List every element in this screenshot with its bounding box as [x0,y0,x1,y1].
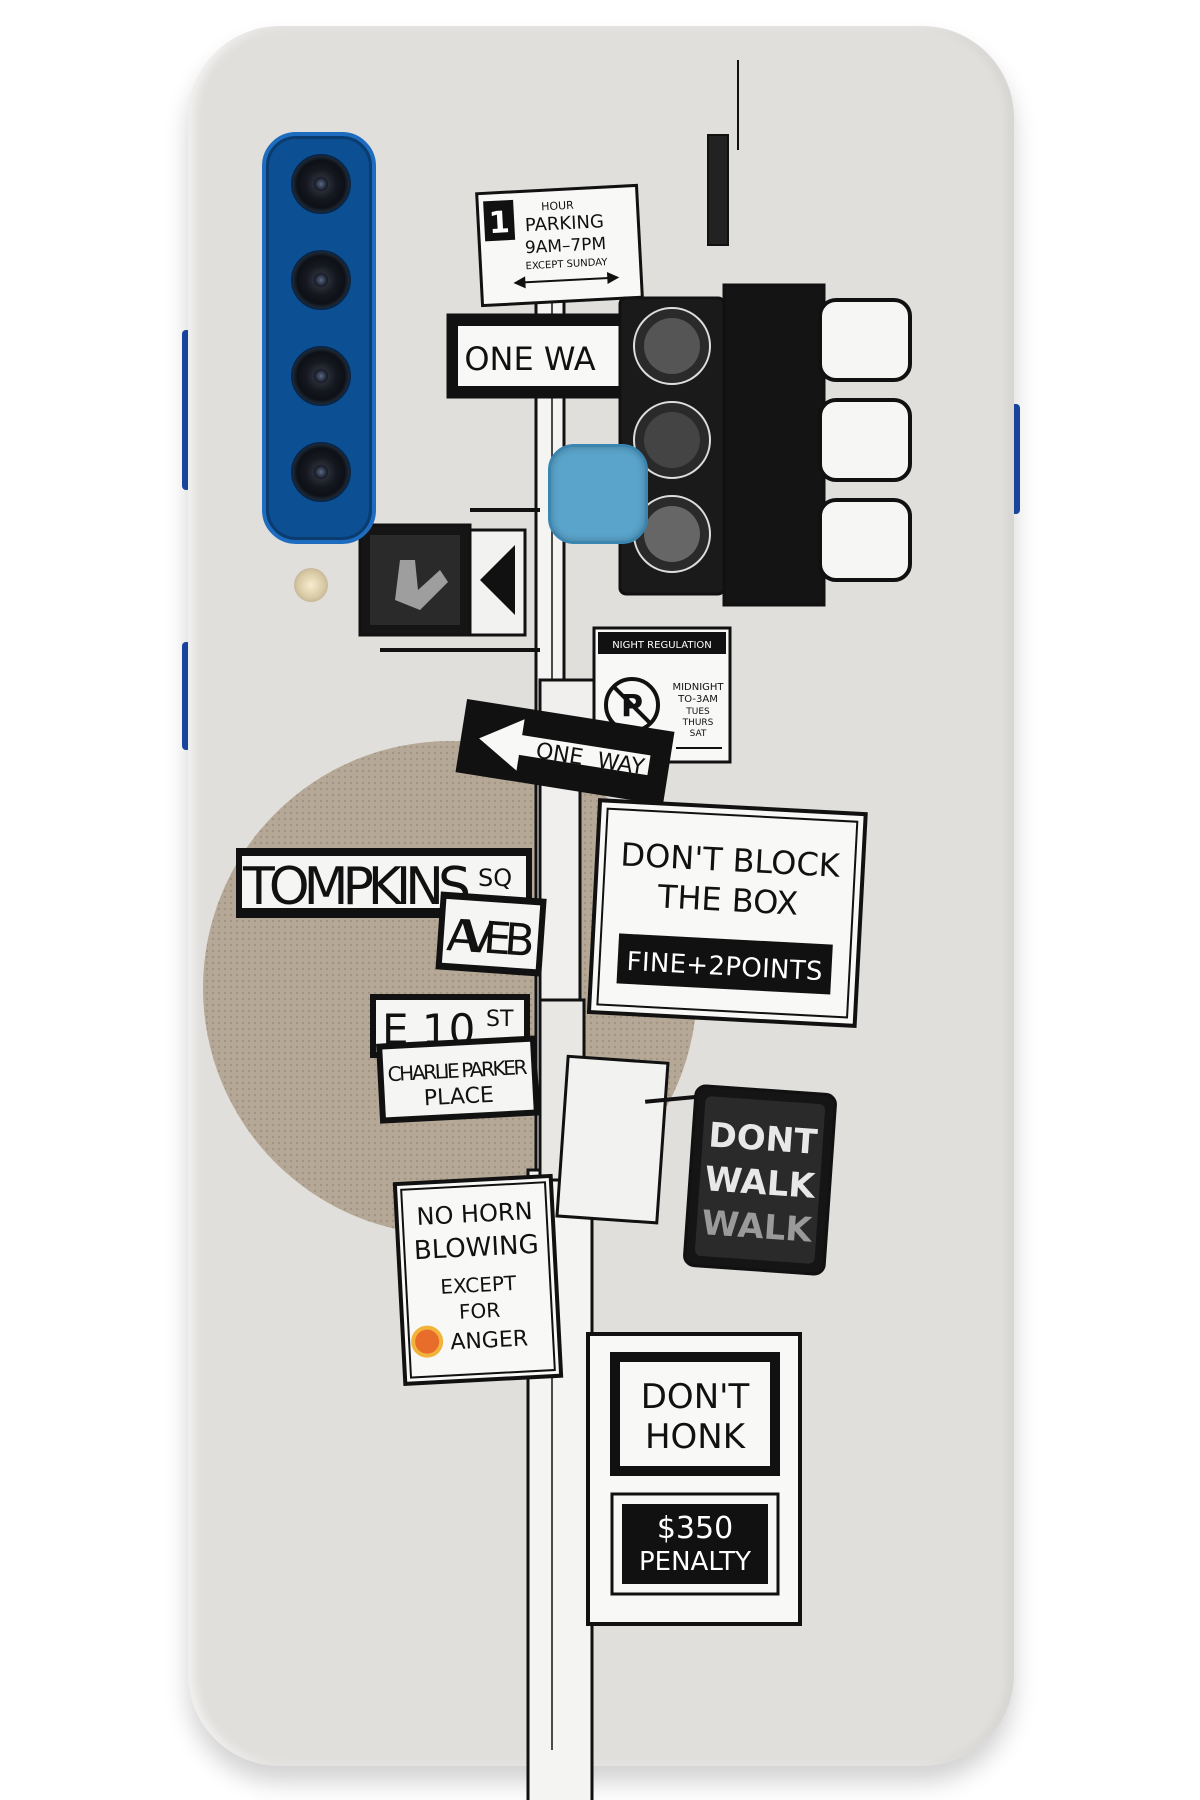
dont-honk-line3: $350 [657,1511,733,1546]
fingerprint-sensor [548,444,648,544]
night-reg-line2: TO-3AM [677,694,718,705]
camera-lens-icon [291,154,351,214]
ave-b-label: AVE B [445,910,536,967]
camera-module [262,132,376,544]
parking-hour-word: HOUR [541,199,575,214]
tompkins-suffix: SQ [478,864,512,892]
dont-walk-line2: WALK [703,1159,817,1207]
parking-except: EXCEPT SUNDAY [525,257,608,272]
side-button-left-upper [182,330,191,490]
night-reg-line5: SAT [690,729,707,739]
no-horn-sign: NO HORN BLOWING EXCEPT FOR ANGER [392,1173,564,1386]
one-way-arrow-sign: ONE WAY [455,699,675,805]
parking-title: PARKING [524,211,604,236]
flash-icon [294,568,328,602]
camera-lens-icon [291,442,351,502]
no-horn-line2: BLOWING [413,1230,539,1266]
night-reg-title: NIGHT REGULATION [612,640,712,651]
no-horn-line4: FOR [458,1298,500,1324]
dont-block-box-sign: DON'T BLOCK THE BOX FINE+2POINTS [586,798,868,1028]
dont-honk-line1: DON'T [641,1377,750,1417]
tompkins-sq-sign: TOMPKINS SQ [236,848,532,918]
dont-walk-line3: WALK [700,1203,814,1251]
camera-lens-icon [291,250,351,310]
night-reg-line3: TUES [685,707,710,717]
dont-honk-line4: PENALTY [639,1547,751,1577]
dont-walk-line1: DONT [707,1115,819,1163]
camera-lens-icon [291,346,351,406]
burger-king-logo [411,1325,444,1358]
one-way-top-label: ONE WA [464,340,595,378]
pedestrian-signal [358,508,540,652]
tompkins-main: TOMPKINS [242,857,471,917]
side-button-left-lower [182,642,191,750]
charlie-parker-line2: PLACE [423,1083,494,1112]
traffic-light [618,134,912,607]
dont-honk-line2: HONK [645,1417,747,1457]
charlie-parker-sign: CHARLIE PARKER PLACE [376,1035,540,1124]
parking-hour-num: 1 [488,205,511,241]
side-button-right [1011,404,1020,514]
parking-time: 9AM–7PM [524,234,606,258]
one-way-sign-top: ONE WA [446,313,636,399]
no-horn-line1: NO HORN [416,1197,533,1231]
parking-sign: 1 HOUR PARKING 9AM–7PM EXCEPT SUNDAY [475,183,644,308]
no-horn-line3: EXCEPT [440,1271,518,1299]
night-reg-line1: MIDNIGHT [672,682,724,693]
night-reg-line4: THURS [682,718,714,728]
no-horn-line5: ANGER [450,1326,529,1355]
dont-walk-signal: DONT WALK WALK [555,1054,837,1276]
ave-b-sign: AVE B [435,891,547,977]
e10-suffix: ST [486,1007,514,1032]
dont-block-line2: THE BOX [656,877,799,922]
dont-honk-sign: DON'T HONK $350 PENALTY [586,1332,802,1626]
